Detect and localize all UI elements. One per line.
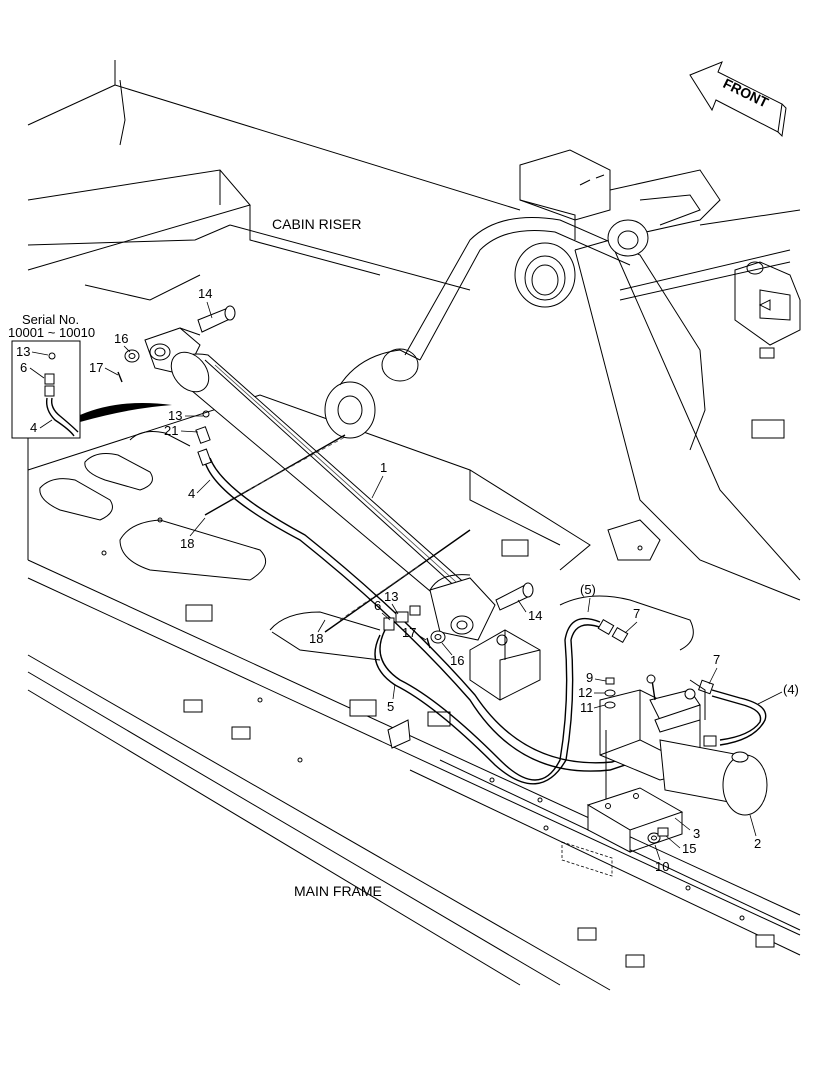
- serial-range: 10001 ~ 10010: [8, 325, 95, 340]
- washer-low: [430, 630, 446, 644]
- cabin-riser: [27, 60, 801, 601]
- center-mount-block: [469, 629, 541, 701]
- hose-fitting-cylinder: [383, 605, 421, 631]
- callout-3: 3: [693, 826, 700, 841]
- callout-11: 11: [580, 700, 594, 715]
- pin-right: [495, 582, 534, 611]
- callout-13-low: 13: [384, 589, 398, 604]
- mounting-bracket: [586, 787, 684, 853]
- washer-top: [124, 349, 140, 363]
- cotter-pin-top: [117, 371, 123, 383]
- callout-14-right: 14: [528, 608, 542, 623]
- hand-pump-unit: [599, 674, 768, 816]
- callout-5-paren: (5): [580, 582, 596, 597]
- callouts: 14 16 17 13 21 4 18 1 13 6 14 17 18 16 5…: [89, 286, 799, 874]
- callout-6: 6: [374, 598, 381, 613]
- callout-4: 4: [188, 486, 195, 501]
- frame-stop-block: [387, 719, 411, 749]
- callout-9: 9: [586, 670, 593, 685]
- inset-part-13: 13: [16, 344, 30, 359]
- callout-2: 2: [754, 836, 761, 851]
- callout-1: 1: [380, 460, 387, 475]
- callout-13-mid: 13: [168, 408, 182, 423]
- serial-title: Serial No.: [22, 312, 79, 327]
- callout-16-top: 16: [114, 331, 128, 346]
- hose-fitting-top: [195, 426, 212, 466]
- hose-fitting-7b: [698, 679, 717, 747]
- callout-12: 12: [578, 685, 592, 700]
- front-direction-arrow: FRONT: [689, 61, 787, 138]
- callout-18-top: 18: [180, 536, 194, 551]
- pin-top: [197, 305, 236, 333]
- callout-17-top: 17: [89, 360, 103, 375]
- callout-17-low: 17: [402, 625, 416, 640]
- bolts-9-11-12: [604, 677, 616, 709]
- callout-18-low: 18: [309, 631, 323, 646]
- cabin-riser-label: CABIN RISER: [272, 216, 361, 232]
- hose-fitting-7a: [597, 618, 629, 644]
- callout-5: 5: [387, 699, 394, 714]
- inset-part-6: 6: [20, 360, 27, 375]
- callout-7-b: 7: [713, 652, 720, 667]
- callout-4-paren: (4): [783, 682, 799, 697]
- callout-10: 10: [655, 859, 669, 874]
- rod-low: [324, 529, 471, 633]
- serial-inset: Serial No. 10001 ~ 10010 13 6 4: [8, 312, 172, 439]
- callout-21: 21: [164, 423, 178, 438]
- callout-7-a: 7: [633, 606, 640, 621]
- callout-15: 15: [682, 841, 696, 856]
- inset-part-4: 4: [30, 420, 37, 435]
- main-frame: [27, 347, 801, 991]
- main-frame-label: MAIN FRAME: [294, 883, 382, 899]
- hydraulic-cylinder: [144, 327, 496, 641]
- callout-14-top: 14: [198, 286, 212, 301]
- callout-16-low: 16: [450, 653, 464, 668]
